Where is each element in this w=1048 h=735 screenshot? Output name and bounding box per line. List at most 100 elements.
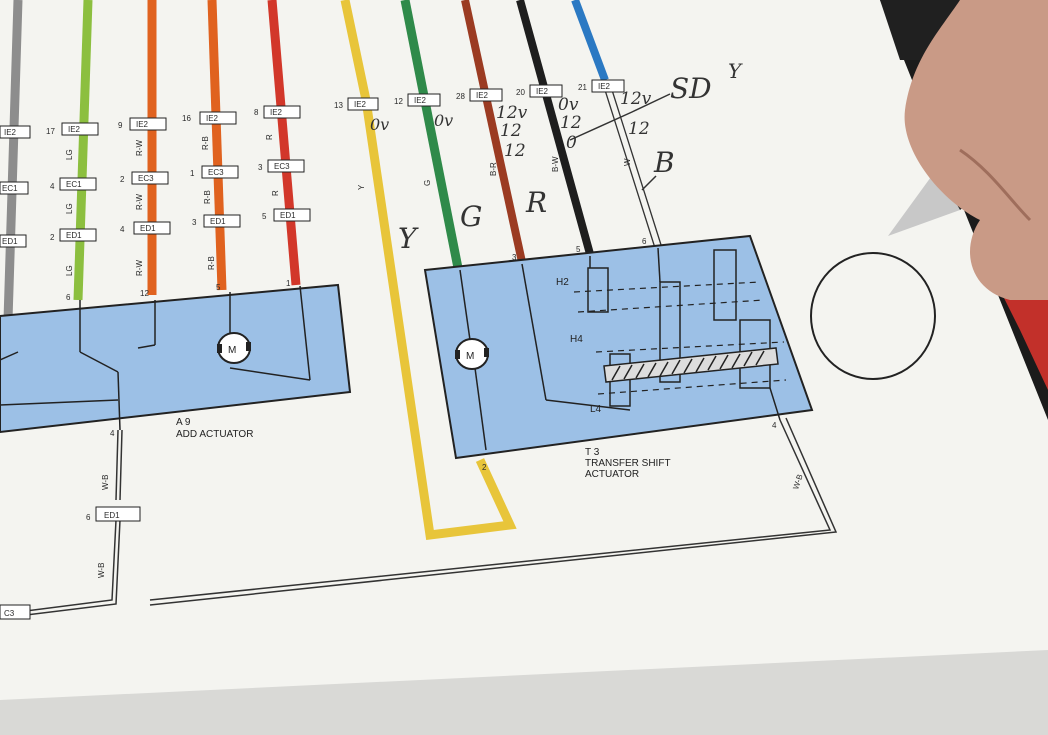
right-ground-wire xyxy=(149,417,838,606)
left-connectors xyxy=(0,105,311,248)
conn-label: IE2 xyxy=(270,108,283,117)
pin-label: 12 xyxy=(394,97,403,106)
dashed-position-lines xyxy=(573,281,787,395)
note-0v: 0v xyxy=(434,111,453,130)
note-12v: 12v xyxy=(496,103,528,123)
wire-code: R xyxy=(271,190,280,196)
transfer-shift-actuator-module xyxy=(423,234,814,460)
conn-label: IE2 xyxy=(354,100,367,109)
note-0v: 0v xyxy=(558,95,579,115)
note-r-wire: R xyxy=(525,186,547,219)
pin-label: 20 xyxy=(516,88,525,97)
motor-label: M xyxy=(228,345,236,356)
pin-label: 2 xyxy=(482,463,487,472)
hand xyxy=(904,0,1048,300)
add-actuator-module xyxy=(0,283,352,434)
conn-label: IE2 xyxy=(536,87,549,96)
brown-wire xyxy=(461,0,526,263)
pin-label: 16 xyxy=(182,114,191,123)
yellow-wire xyxy=(340,0,517,541)
conn-label: EC1 xyxy=(2,184,18,193)
conn-label: ED1 xyxy=(140,224,156,233)
wire-code: W-B xyxy=(101,475,110,490)
pin-label: 4 xyxy=(772,421,777,430)
conn-label: IE2 xyxy=(136,120,149,129)
note-0: 0 xyxy=(566,133,577,153)
pin-label: 17 xyxy=(46,127,55,136)
white-wire xyxy=(604,89,663,249)
pin-label: 13 xyxy=(334,101,343,110)
note-12: 12 xyxy=(500,121,522,141)
right-connector-labels: IE2 IE2 IE2 IE2 IE2 13 12 28 20 21 Y G B… xyxy=(334,82,777,472)
pin-label: 28 xyxy=(456,92,465,101)
conn-label: ED1 xyxy=(280,211,296,220)
transfer-actuator-id: T 3 xyxy=(585,447,600,458)
light-green-wire xyxy=(73,0,93,301)
conn-label: C3 xyxy=(4,609,15,618)
position-label-h2: H2 xyxy=(556,277,569,288)
pin-label: 6 xyxy=(86,513,91,522)
conn-label: EC3 xyxy=(274,162,290,171)
hand-with-pen xyxy=(888,0,1048,300)
note-b-wire: B xyxy=(653,146,675,179)
pin-label: 1 xyxy=(286,279,291,288)
blue-wire xyxy=(571,0,609,82)
shift-fork-bar xyxy=(603,347,779,383)
red-wire xyxy=(267,0,301,286)
pin-label: 4 xyxy=(50,182,55,191)
conn-label: ED1 xyxy=(210,217,226,226)
wire-code: Y xyxy=(357,184,366,190)
note-y: Y xyxy=(728,59,743,83)
wire-code: R-W xyxy=(135,260,144,276)
handwritten-b-pointer xyxy=(641,175,657,191)
conn-label: IE2 xyxy=(598,82,611,91)
wire-code: B-W xyxy=(551,156,560,172)
motor-label: M xyxy=(466,351,474,362)
orange-wire-2 xyxy=(207,0,227,291)
wire-code: R-W xyxy=(135,140,144,156)
position-label-l4: L4 xyxy=(590,404,602,415)
wire-code: LG xyxy=(65,203,74,214)
conn-label: IE2 xyxy=(4,128,17,137)
wire-code: R xyxy=(265,134,274,140)
note-sd: SD xyxy=(670,72,712,105)
pin-label: 2 xyxy=(50,233,55,242)
conn-label: ED1 xyxy=(2,237,18,246)
pin-label: 4 xyxy=(120,225,125,234)
position-label-h4: H4 xyxy=(570,334,583,345)
conn-label: ED1 xyxy=(104,511,120,520)
pin-label: 4 xyxy=(110,429,115,438)
add-actuator-name: ADD ACTUATOR xyxy=(176,429,253,440)
conn-label: IE2 xyxy=(68,125,81,134)
wire-code: W-B xyxy=(97,563,106,578)
pin-label: 12 xyxy=(140,289,149,298)
add-actuator-id: A 9 xyxy=(176,417,191,428)
note-y-wire: Y xyxy=(398,222,419,255)
add-motor-icon: M xyxy=(217,332,251,364)
conn-label: IE2 xyxy=(206,114,219,123)
transfer-motor-icon: M xyxy=(455,338,489,370)
left-connector-labels: IE2 IE2 IE2 IE2 IE2 EC1 EC1 EC3 EC3 EC3 … xyxy=(2,108,296,302)
green-wire xyxy=(400,0,463,269)
note-12: 12 xyxy=(504,141,526,161)
wire-code: B-R xyxy=(489,162,498,176)
note-g-wire: G xyxy=(460,200,482,233)
wire-code: R-B xyxy=(201,136,210,150)
pin-label: 3 xyxy=(192,218,197,227)
conn-label: IE2 xyxy=(476,91,489,100)
pin-label: 2 xyxy=(120,175,125,184)
pin-label: 1 xyxy=(190,169,195,178)
pin-label: 3 xyxy=(512,253,517,262)
shift-fork-hatch xyxy=(611,350,765,381)
pin-label: 5 xyxy=(262,212,267,221)
transfer-actuator-name-1: TRANSFER SHIFT xyxy=(585,458,671,469)
pin-label: 8 xyxy=(254,108,259,117)
conn-label: ED1 xyxy=(66,231,82,240)
note-12: 12 xyxy=(628,119,650,139)
pin-label: 9 xyxy=(118,121,123,130)
wire-code: LG xyxy=(65,149,74,160)
gray-wire xyxy=(3,0,23,321)
pin-label: 5 xyxy=(216,283,221,292)
pin-label: 3 xyxy=(258,163,263,172)
wire-code: LG xyxy=(65,265,74,276)
